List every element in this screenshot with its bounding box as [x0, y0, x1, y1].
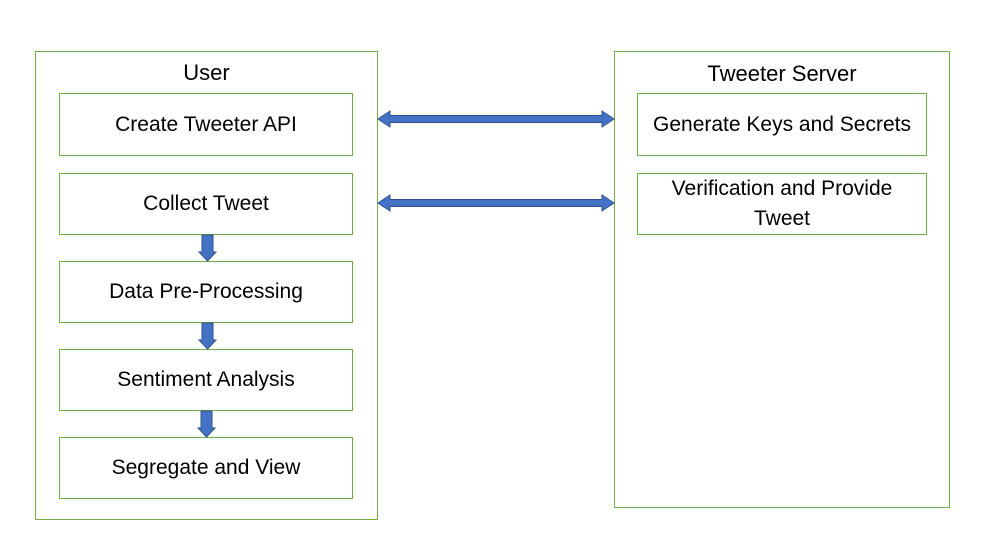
step-collect-tweet: Collect Tweet — [59, 173, 353, 235]
step-create-api: Create Tweeter API — [59, 93, 353, 156]
user-panel-title: User — [183, 60, 230, 85]
step-generate-keys: Generate Keys and Secrets — [637, 93, 927, 156]
double-arrow-collect-verify — [377, 194, 615, 212]
step-verification: Verification and Provide Tweet — [637, 173, 927, 235]
double-arrow-api-keys — [377, 110, 615, 128]
step-segregate-view: Segregate and View — [59, 437, 353, 499]
server-panel-title: Tweeter Server — [707, 61, 857, 86]
step-sentiment-analysis: Sentiment Analysis — [59, 349, 353, 411]
step-data-preprocessing: Data Pre-Processing — [59, 261, 353, 323]
